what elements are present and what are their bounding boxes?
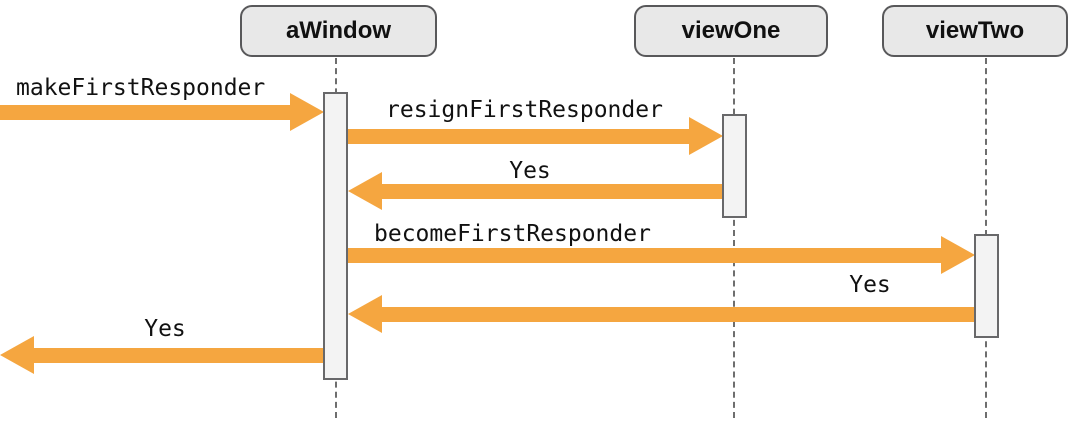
message-label-yes-3: Yes — [144, 316, 186, 342]
arrowhead-left-icon — [348, 172, 382, 210]
message-arrow-becomefirstresponder — [348, 248, 942, 263]
message-arrow-makefirstresponder — [0, 105, 291, 120]
actor-box-viewone: viewOne — [634, 5, 828, 57]
message-label-resignfirstresponder: resignFirstResponder — [386, 97, 663, 123]
lifeline-viewone — [733, 58, 735, 418]
actor-label-viewone: viewOne — [681, 17, 781, 44]
activation-viewtwo — [974, 234, 999, 338]
message-arrow-resignfirstresponder — [348, 129, 690, 144]
actor-label-awindow: aWindow — [285, 17, 392, 44]
message-label-becomefirstresponder: becomeFirstResponder — [374, 221, 651, 247]
actor-box-viewtwo: viewTwo — [882, 5, 1068, 57]
arrowhead-right-icon — [941, 236, 975, 274]
message-label-makefirstresponder: makeFirstResponder — [16, 75, 266, 101]
message-label-yes-2: Yes — [849, 272, 891, 298]
message-arrow-yes-3 — [33, 348, 323, 363]
arrowhead-right-icon — [290, 93, 324, 131]
arrowhead-left-icon — [348, 295, 382, 333]
arrowhead-right-icon — [689, 117, 723, 155]
message-arrow-yes-1 — [381, 184, 723, 199]
actor-label-viewtwo: viewTwo — [925, 17, 1025, 44]
actor-box-awindow: aWindow — [240, 5, 437, 57]
activation-awindow — [323, 92, 348, 380]
message-label-yes-1: Yes — [509, 158, 551, 184]
arrowhead-left-icon — [0, 336, 34, 374]
activation-viewone — [722, 114, 747, 218]
message-arrow-yes-2 — [381, 307, 975, 322]
